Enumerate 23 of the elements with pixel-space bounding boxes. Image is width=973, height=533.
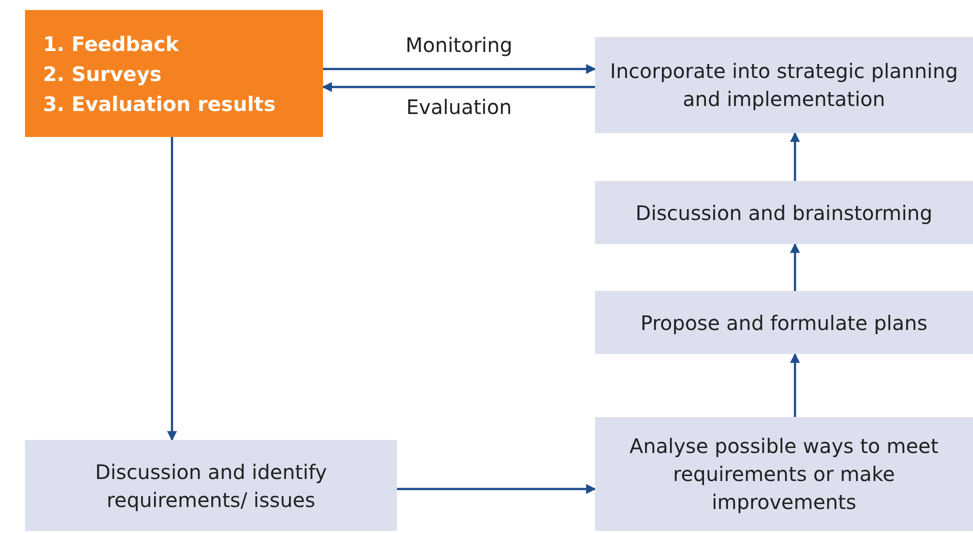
highlight-box [25,10,323,137]
list-item: 1. Feedback [43,30,179,58]
list-item: 2. Surveys [43,60,162,88]
arrow [167,137,177,441]
arrow [322,82,595,92]
box-text: Propose and formulate plans [640,310,928,336]
process-box [595,37,973,133]
process-box [595,417,973,531]
arrow [397,484,596,494]
box-text: Discussion and identify requirements/ issues [94,458,328,514]
arrow [790,353,800,417]
box-text: Analyse possible ways to meet requirements or make improvements [628,433,940,516]
box-text: Discussion and brainstorming [636,200,932,226]
box-text: Incorporate into strategic planning and implementation [609,58,959,113]
arrow [790,132,800,181]
list-item: 3. Evaluation results [43,90,276,118]
arrow [790,243,800,291]
process-box [595,291,973,354]
process-box [595,181,973,244]
edge-label: Evaluation [406,95,512,119]
process-box [25,440,397,531]
arrow [323,64,596,74]
edge-label: Monitoring [406,33,512,57]
